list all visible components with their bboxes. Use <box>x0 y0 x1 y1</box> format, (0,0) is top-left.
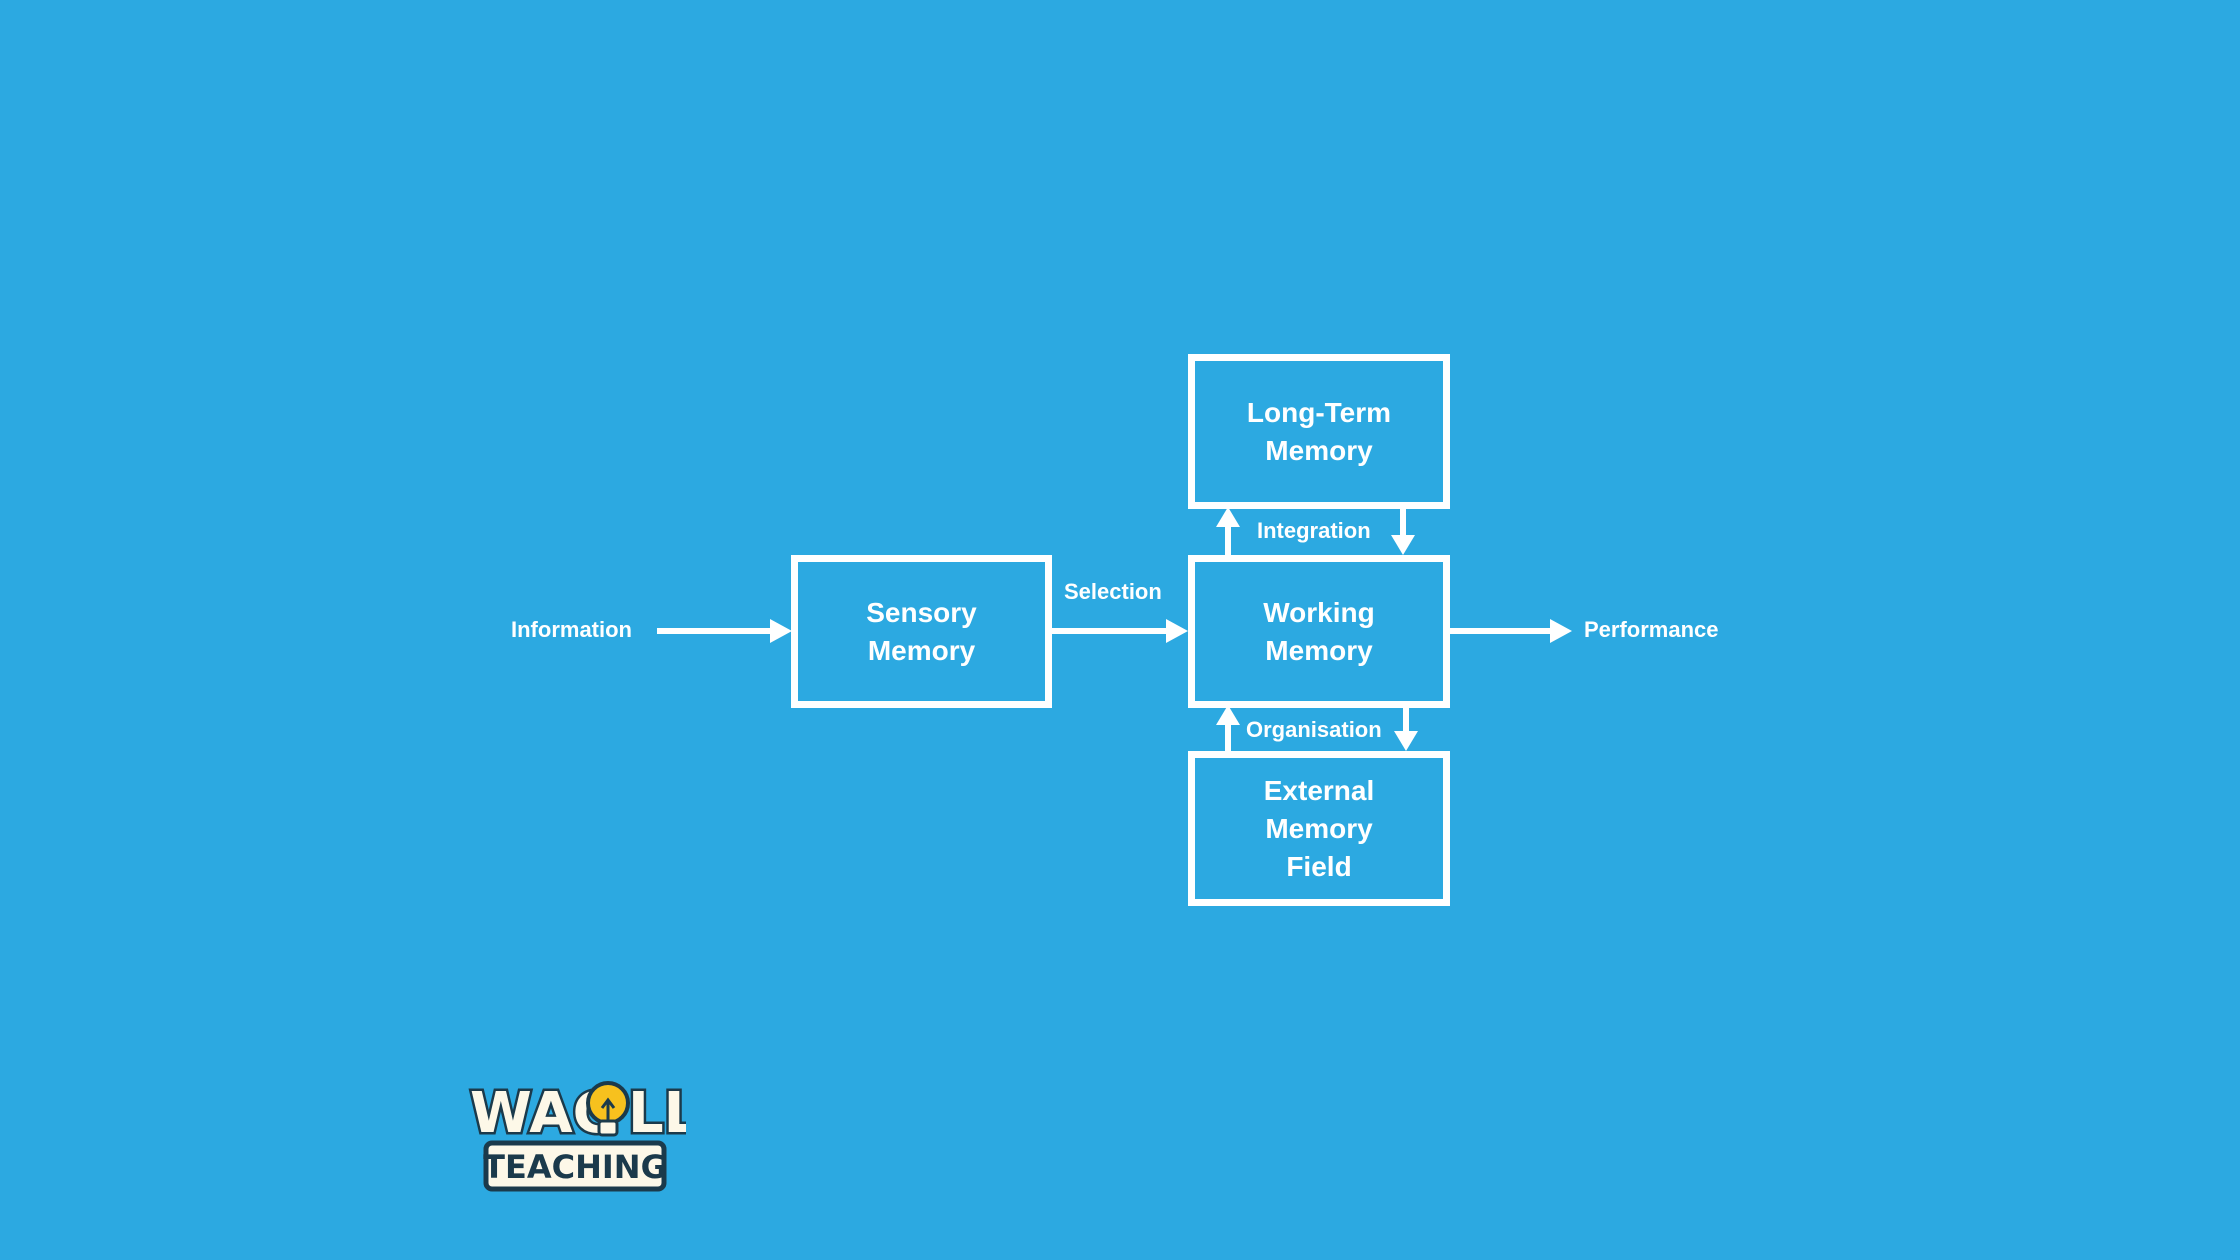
node-label: Field <box>1286 850 1352 882</box>
arrowhead-right <box>1550 619 1572 643</box>
node-label: Long-Term <box>1246 396 1392 428</box>
sensory-memory-box: Sensory Memory <box>791 555 1052 708</box>
external-memory-field-box: External Memory Field <box>1188 751 1450 906</box>
selection-label: Selection <box>1064 579 1162 604</box>
arrowhead-down <box>1394 731 1418 751</box>
node-label: Sensory <box>866 596 977 628</box>
node-label: Working <box>1263 596 1375 628</box>
integration-label: Integration <box>1257 518 1371 543</box>
node-label: External <box>1263 774 1375 806</box>
arrowhead-right <box>770 619 792 643</box>
logo-wordmark: LL <box>628 1081 686 1146</box>
wagoll-teaching-logo: WAG LL TEACHING <box>468 1079 686 1192</box>
lightbulb-icon <box>586 1081 630 1137</box>
node-label: Memory <box>1265 812 1373 844</box>
arrowhead-up <box>1216 507 1240 527</box>
organisation-label: Organisation <box>1246 717 1382 742</box>
node-label: Memory <box>867 634 976 666</box>
arrowhead-right <box>1166 619 1188 643</box>
logo-subtitle: TEACHING <box>483 1148 667 1186</box>
arrowhead-up <box>1216 705 1240 725</box>
node-label: Memory <box>1265 434 1373 466</box>
arrowhead-down <box>1391 535 1415 555</box>
node-label: Memory <box>1265 634 1373 666</box>
long-term-memory-box: Long-Term Memory <box>1188 354 1450 509</box>
logo-badge <box>483 1140 667 1192</box>
working-memory-box: Working Memory <box>1188 555 1450 708</box>
information-label: Information <box>511 617 632 642</box>
performance-label: Performance <box>1584 617 1719 642</box>
